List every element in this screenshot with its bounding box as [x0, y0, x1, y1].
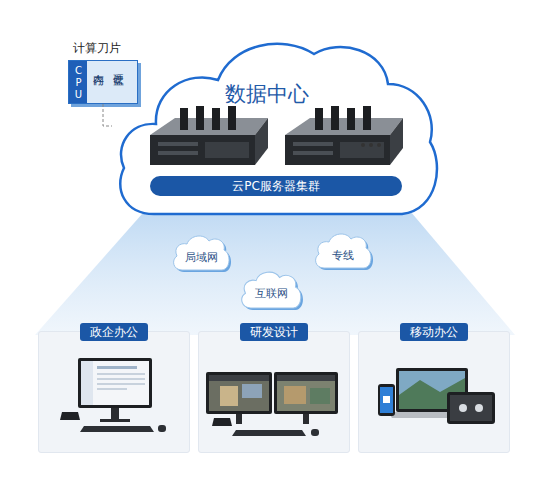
panel-tab: 研发设计 [240, 323, 308, 341]
cloud-title: 数据中心 [192, 80, 342, 108]
blade-part-label: 硬盘 [111, 65, 125, 67]
panel-node: 政企办公 [38, 331, 190, 453]
small-node: 互联网 [238, 268, 304, 310]
panel-tab: 移动办公 [400, 323, 468, 341]
server-unit [285, 106, 403, 165]
blade-part-label: 内存 [91, 65, 105, 67]
dashed-connector [103, 104, 112, 126]
panel-node: 研发设计 [198, 331, 350, 453]
blade-heading: 计算刀片 [73, 40, 121, 57]
dual-monitor-workstation [206, 372, 338, 436]
mobile-devices [378, 368, 495, 424]
desktop-computer [60, 358, 166, 432]
cloud-node: 数据中心云PC服务器集群 [112, 28, 442, 218]
small-node: 专线 [312, 230, 374, 270]
blade-part-label: CPU [71, 65, 85, 101]
panel-tab: 政企办公 [80, 323, 148, 341]
small-node: 局域网 [170, 232, 232, 272]
blade-node: 计算刀片CPU内存硬盘 [68, 60, 138, 104]
network-label: 专线 [312, 248, 374, 263]
light-beam [35, 205, 515, 335]
panel-node: 移动办公 [358, 331, 510, 453]
band-label: 云PC服务器集群 [150, 178, 402, 194]
network-label: 局域网 [170, 250, 232, 265]
cloud-shape-outline [120, 44, 437, 214]
ellipsis-dots [361, 143, 381, 147]
network-label: 互联网 [238, 286, 304, 301]
band-node: 云PC服务器集群 [150, 176, 402, 196]
server-unit [150, 106, 268, 165]
